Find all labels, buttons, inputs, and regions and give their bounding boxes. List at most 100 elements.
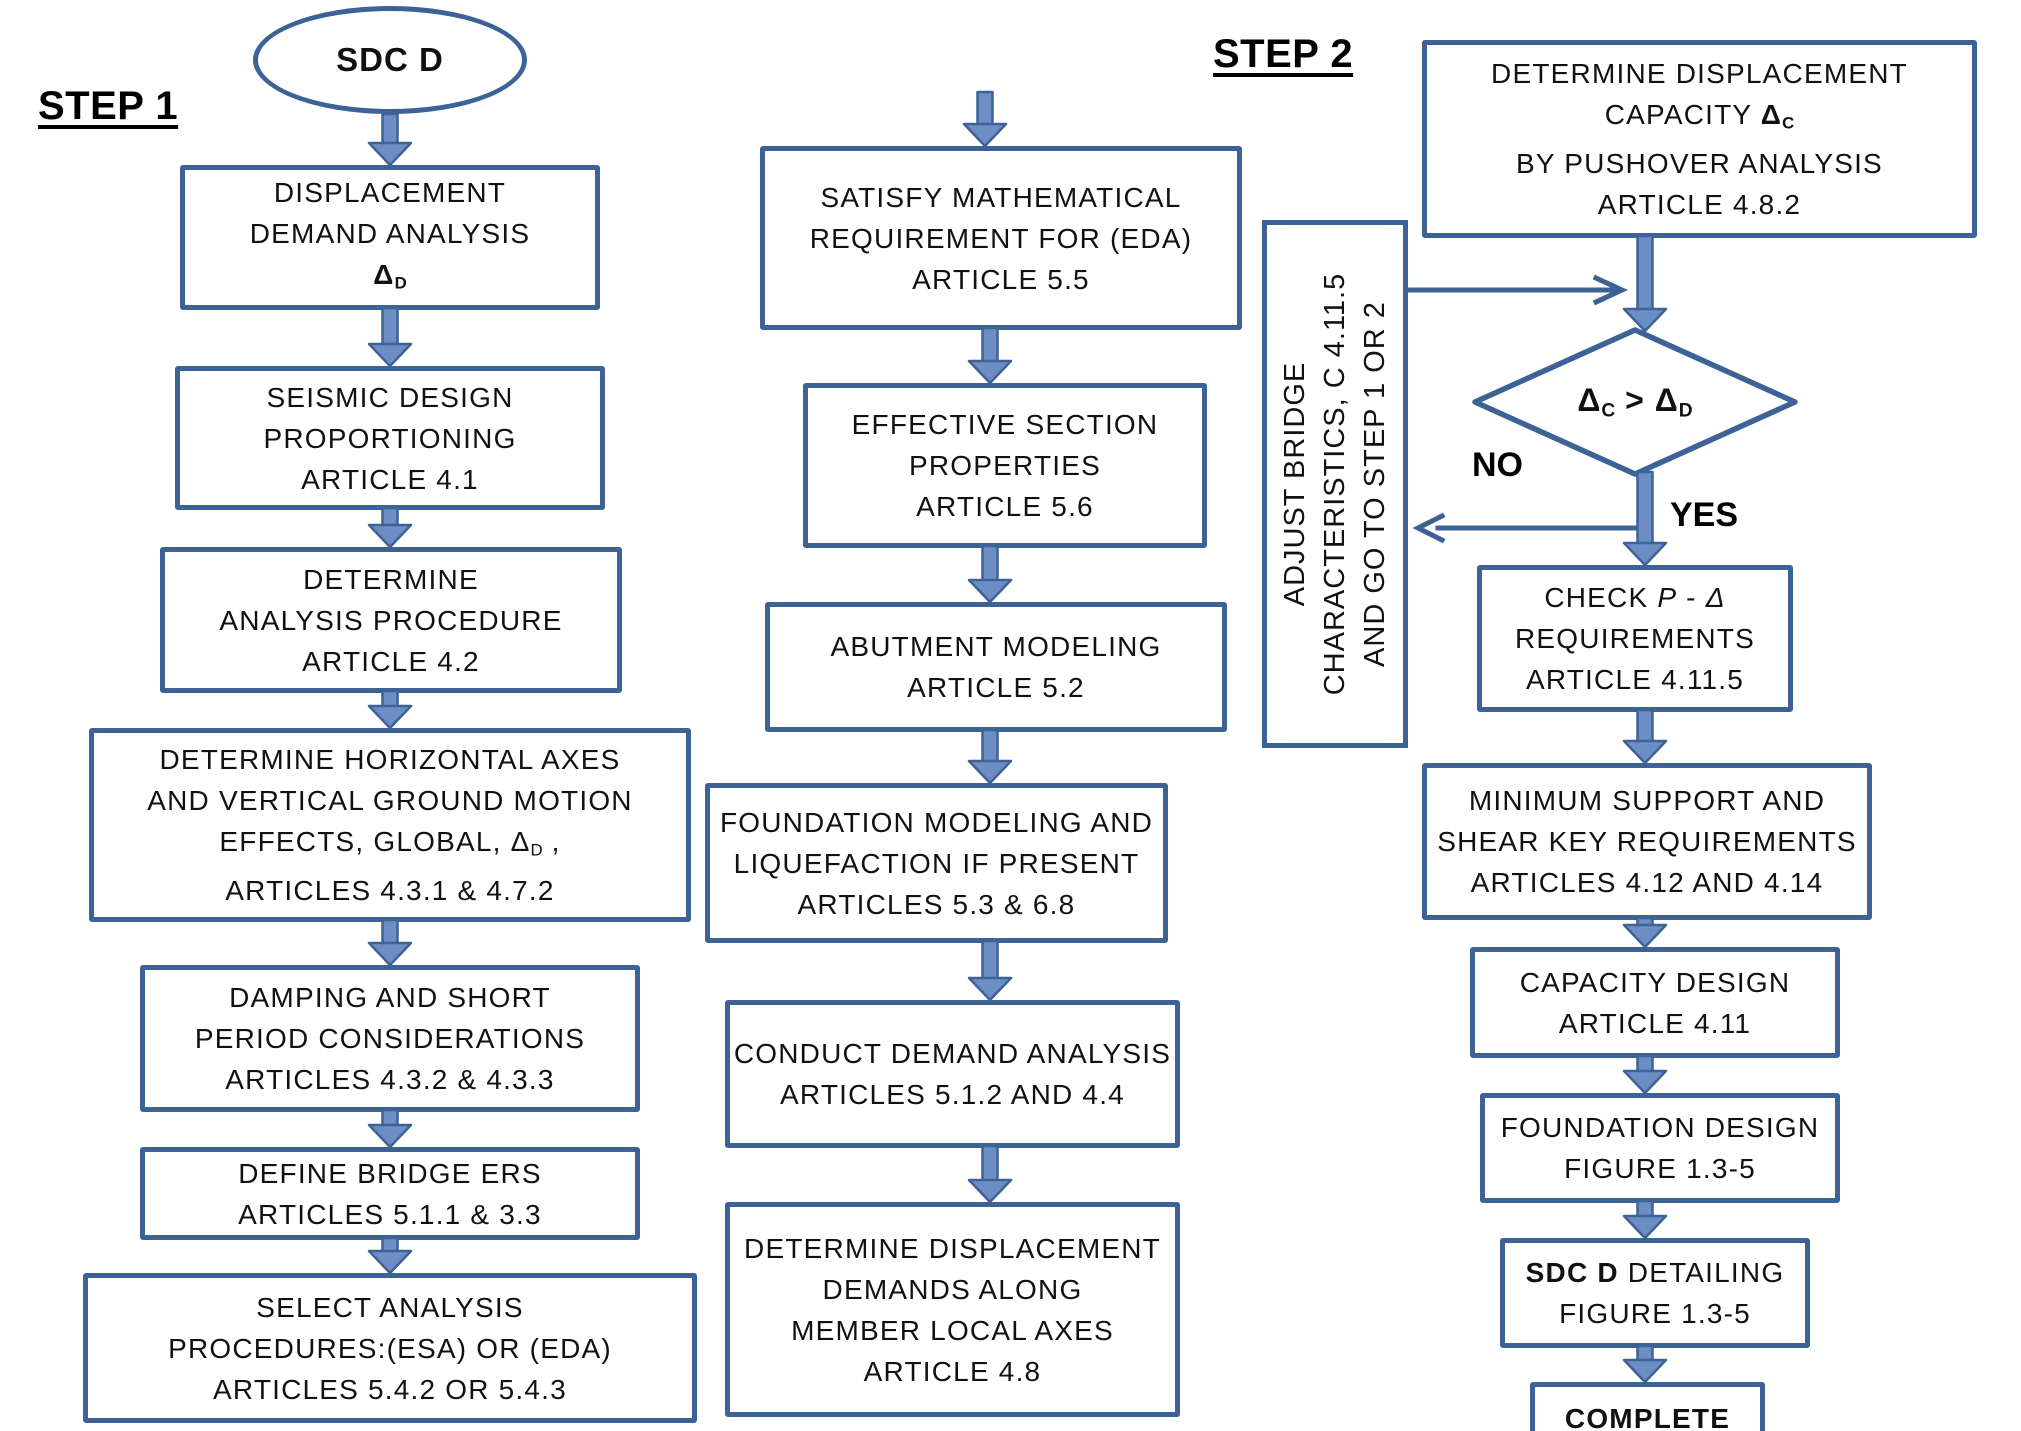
text-line: ARTICLE 5.6 bbox=[916, 491, 1094, 522]
text-line: DETERMINE DISPLACEMENT bbox=[744, 1232, 1161, 1264]
text-line: ANALYSIS PROCEDURE bbox=[219, 604, 563, 636]
flow-arrow-down bbox=[367, 506, 413, 549]
flow-arrow-down bbox=[967, 544, 1013, 604]
text-line: ARTICLE 4.11 bbox=[1558, 1007, 1752, 1039]
text-line: ARTICLE 5.5 bbox=[912, 263, 1090, 295]
step-2-label: STEP 2 bbox=[1213, 32, 1353, 76]
text-line: ARTICLES 5.3 & 6.8 bbox=[797, 888, 1076, 920]
text-line: PROPERTIES bbox=[909, 450, 1101, 481]
node-capacity-design: CAPACITY DESIGN ARTICLE 4.11 bbox=[1470, 947, 1840, 1058]
text-line: STEP 2 bbox=[1213, 32, 1354, 76]
text-line: PROCEDURES:(ESA) OR (EDA) bbox=[168, 1332, 612, 1364]
text-line: ADJUST BRIDGE bbox=[1279, 361, 1311, 607]
text-line: ARTICLES 5.1.1 & 3.3 bbox=[238, 1198, 542, 1230]
text-line: DISPLACEMENT bbox=[273, 176, 507, 208]
text-line: ARTICLES 4.3.1 & 4.7.2 bbox=[225, 875, 555, 907]
node-determine-displacement-capacity: DETERMINE DISPLACEMENT CAPACITY ΔC BY PUSH… bbox=[1422, 40, 1977, 238]
text-line: FOUNDATION DESIGN bbox=[1500, 1112, 1820, 1143]
text-line: COMPLETE bbox=[1564, 1402, 1731, 1431]
flow-arrow-down bbox=[1622, 470, 1668, 567]
node-foundation-design: FOUNDATION DESIGN FIGURE 1.3-5 bbox=[1480, 1093, 1840, 1203]
text-line: ARTICLE 4.1 bbox=[301, 463, 479, 495]
node-horizontal-axes-ground-motion: DETERMINE HORIZONTAL AXES AND VERTICAL GR… bbox=[89, 728, 691, 922]
text-line: SEISMIC DESIGN bbox=[266, 381, 514, 413]
decision-diamond-shape bbox=[1472, 327, 1798, 477]
text-line: FOUNDATION MODELING AND bbox=[719, 806, 1154, 838]
flow-arrow-down bbox=[1622, 1199, 1668, 1240]
text-line: ARTICLES 5.1.2 AND 4.4 bbox=[780, 1079, 1125, 1110]
text-line: DAMPING AND SHORT bbox=[229, 982, 551, 1013]
text-line: FIGURE 1.3-5 bbox=[1559, 1298, 1751, 1329]
flow-arrow-down bbox=[967, 1144, 1013, 1204]
text-line: DETERMINE HORIZONTAL AXES bbox=[159, 743, 621, 775]
text-line: BY PUSHOVER ANALYSIS bbox=[1516, 148, 1883, 180]
node-sdc-d-detailing: SDC D DETAILING FIGURE 1.3-5 bbox=[1500, 1238, 1810, 1348]
text-line: MINIMUM SUPPORT AND bbox=[1468, 785, 1826, 816]
text-line: SHEAR KEY REQUIREMENTS bbox=[1437, 826, 1857, 857]
text-line: CHARACTERISTICS, C 4.11.5 bbox=[1319, 272, 1351, 696]
arrow-adjust-to-decision bbox=[1407, 274, 1628, 306]
text-line: DEMANDS ALONG bbox=[822, 1273, 1083, 1305]
text-line: ARTICLE 4.2 bbox=[302, 645, 480, 677]
node-check-p-delta-requirements: CHECK P - Δ REQUIREMENTS ARTICLE 4.11.5 bbox=[1477, 565, 1793, 712]
text-line: DETERMINE DISPLACEMENT bbox=[1491, 57, 1908, 89]
flow-arrow-down bbox=[367, 112, 413, 167]
text-line: REQUIREMENTS bbox=[1515, 623, 1755, 654]
flow-arrow-down bbox=[367, 1108, 413, 1149]
decision-yes-label: YES bbox=[1670, 496, 1739, 534]
step-1-label: STEP 1 bbox=[38, 84, 178, 128]
flow-arrow-down bbox=[1622, 916, 1668, 949]
text-line: DEFINE BRIDGE ERS bbox=[238, 1157, 542, 1189]
text-line: ΔD bbox=[373, 258, 407, 293]
text-line: STEP 1 bbox=[38, 84, 179, 128]
text-line: DETERMINE bbox=[303, 563, 479, 595]
text-line: ARTICLES 4.12 AND 4.14 bbox=[1470, 867, 1824, 898]
text-line: CAPACITY ΔC bbox=[1604, 98, 1795, 133]
text-line: REQUIREMENT FOR (EDA) bbox=[809, 222, 1193, 254]
text-line: CAPACITY DESIGN bbox=[1519, 966, 1791, 998]
flow-arrow-down bbox=[1622, 1344, 1668, 1384]
node-define-bridge-ers: DEFINE BRIDGE ERS ARTICLES 5.1.1 & 3.3 bbox=[140, 1147, 640, 1240]
text-line: FIGURE 1.3-5 bbox=[1564, 1153, 1756, 1184]
flow-arrow-down bbox=[367, 918, 413, 967]
text-line: AND VERTICAL GROUND MOTION bbox=[147, 784, 633, 816]
flow-arrow-down bbox=[967, 728, 1013, 785]
decision-capacity-gt-demand: ΔC > ΔD bbox=[1470, 325, 1800, 479]
text-line: EFFECTS, GLOBAL, ΔD , bbox=[219, 825, 561, 860]
flow-arrow-down bbox=[962, 90, 1008, 148]
decision-no-label: NO bbox=[1472, 446, 1523, 484]
node-determine-analysis-procedure: DETERMINE ANALYSIS PROCEDURE ARTICLE 4.2 bbox=[160, 547, 622, 693]
text-line: SDC D DETAILING bbox=[1525, 1257, 1785, 1288]
flow-arrow-down bbox=[367, 1236, 413, 1275]
text-line: SDC D bbox=[336, 41, 444, 78]
flow-arrow-down bbox=[1622, 708, 1668, 765]
node-displacement-demand-analysis: DISPLACEMENT DEMAND ANALYSIS ΔD bbox=[180, 165, 600, 310]
flow-arrow-down bbox=[967, 326, 1013, 385]
text-line: ARTICLE 4.11.5 bbox=[1525, 664, 1745, 695]
flow-arrow-down bbox=[1622, 234, 1668, 333]
node-complete: COMPLETE bbox=[1530, 1382, 1765, 1431]
text-line: ARTICLES 4.3.2 & 4.3.3 bbox=[225, 1064, 555, 1095]
text-line: ARTICLE 4.8 bbox=[863, 1355, 1042, 1387]
flow-arrow-down bbox=[1622, 1054, 1668, 1095]
text-line: AND GO TO STEP 1 OR 2 bbox=[1359, 301, 1391, 667]
text-line: CHECK P - Δ bbox=[1544, 582, 1726, 613]
text-line: CONDUCT DEMAND ANALYSIS bbox=[733, 1038, 1172, 1069]
node-minimum-support-shear-key: MINIMUM SUPPORT AND SHEAR KEY REQUIREMENT… bbox=[1422, 763, 1872, 920]
text-line: ARTICLE 5.2 bbox=[907, 672, 1085, 703]
node-start-sdc-d: SDC D bbox=[253, 6, 527, 114]
flow-arrow-down bbox=[367, 306, 413, 368]
text-line: DEMAND ANALYSIS bbox=[249, 217, 531, 249]
text-line: ΔC > ΔD bbox=[1577, 381, 1693, 422]
node-conduct-demand-analysis: CONDUCT DEMAND ANALYSIS ARTICLES 5.1.2 AN… bbox=[725, 1000, 1180, 1148]
